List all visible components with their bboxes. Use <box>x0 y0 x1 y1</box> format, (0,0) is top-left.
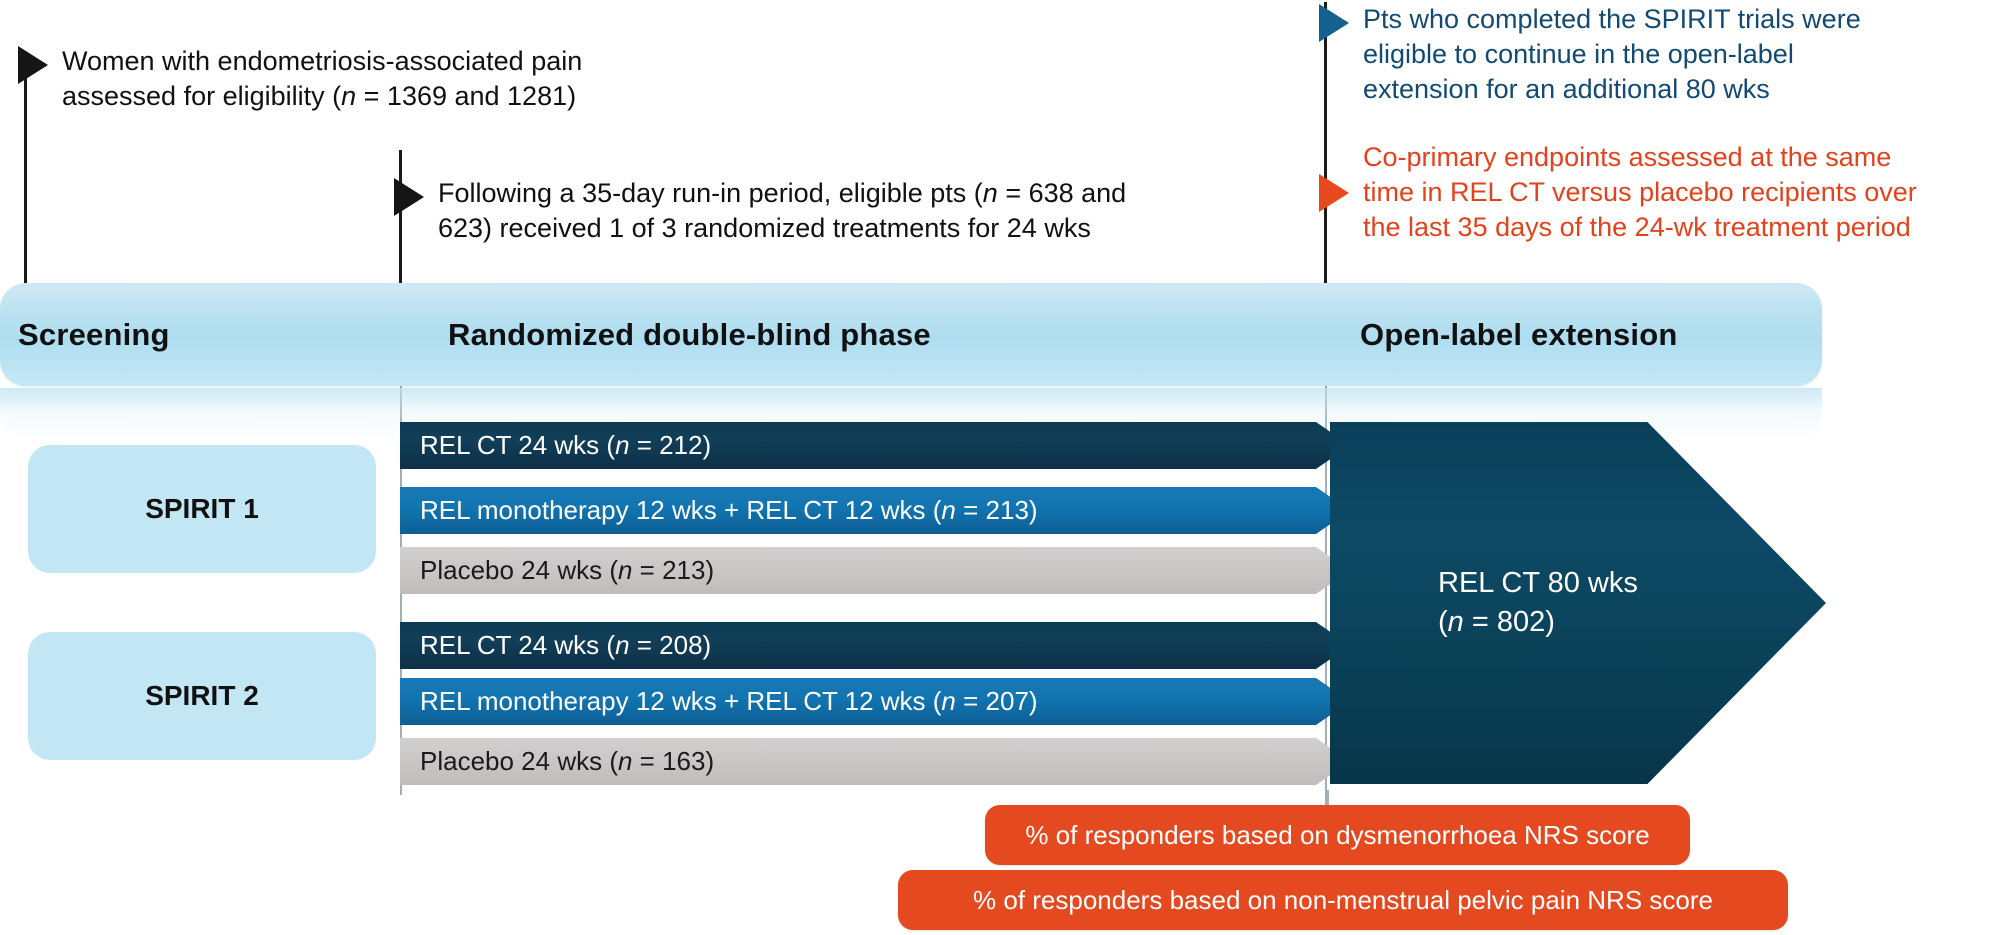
phase-label-screening: Screening <box>18 316 170 352</box>
open-label-guide-rule <box>1325 290 1327 810</box>
treatment-arm-bar: REL monotherapy 12 wks + REL CT 12 wks (… <box>400 487 1350 534</box>
flag-blue-icon <box>1319 4 1349 42</box>
treatment-arm-bar: REL monotherapy 12 wks + REL CT 12 wks (… <box>400 678 1350 725</box>
endpoints-callout: Co-primary endpoints assessed at the sam… <box>1319 140 1917 245</box>
phase-label-open-label: Open-label extension <box>1360 316 1678 352</box>
randomization-callout-text: Following a 35-day run-in period, eligib… <box>438 178 1127 244</box>
open-label-extension-arrow: REL CT 80 wks (n = 802) <box>1330 422 1826 784</box>
endpoint-box-pelvic-pain: % of responders based on non-menstrual p… <box>898 870 1788 930</box>
treatment-arm-label: REL CT 24 wks (n = 208) <box>420 630 712 660</box>
endpoints-callout-text: Co-primary endpoints assessed at the sam… <box>1363 142 1917 243</box>
treatment-arm-label: Placebo 24 wks (n = 163) <box>420 746 715 776</box>
treatment-arm-bar: Placebo 24 wks (n = 213) <box>400 547 1350 594</box>
treatment-arm-label: REL monotherapy 12 wks + REL CT 12 wks (… <box>420 686 1038 716</box>
open-label-timeline-rule <box>1324 2 1327 290</box>
spirit-2-pill: SPIRIT 2 <box>28 632 376 760</box>
endpoint-connector-rule <box>1327 790 1329 812</box>
treatment-arm-label: REL CT 24 wks (n = 212) <box>420 430 712 460</box>
open-label-extension-label: REL CT 80 wks (n = 802) <box>1438 567 1638 638</box>
treatment-arm-label: REL monotherapy 12 wks + REL CT 12 wks (… <box>420 495 1038 525</box>
randomization-timeline-rule <box>399 150 402 290</box>
screening-callout-text: Women with endometriosis-associated pain… <box>62 46 583 112</box>
screening-callout: Women with endometriosis-associated pain… <box>18 44 582 114</box>
open-label-callout: Pts who completed the SPIRIT trials were… <box>1319 2 1861 107</box>
treatment-arm-bar: REL CT 24 wks (n = 208) <box>400 622 1350 669</box>
treatment-arm-bar: Placebo 24 wks (n = 163) <box>400 738 1350 785</box>
flag-orange-icon <box>1319 174 1349 212</box>
randomization-callout: Following a 35-day run-in period, eligib… <box>394 176 1126 246</box>
screening-timeline-rule <box>24 62 27 290</box>
treatment-arm-bar: REL CT 24 wks (n = 212) <box>400 422 1350 469</box>
flag-black-icon <box>18 46 48 84</box>
open-label-callout-text: Pts who completed the SPIRIT trials were… <box>1363 4 1861 105</box>
randomization-guide-rule <box>400 290 402 795</box>
flag-black-icon <box>394 178 424 216</box>
treatment-arm-label: Placebo 24 wks (n = 213) <box>420 555 715 585</box>
endpoint-box-dysmenorrhoea: % of responders based on dysmenorrhoea N… <box>985 805 1690 865</box>
phase-label-randomized: Randomized double-blind phase <box>448 316 931 352</box>
phase-band <box>0 283 1822 386</box>
spirit-1-pill: SPIRIT 1 <box>28 445 376 573</box>
